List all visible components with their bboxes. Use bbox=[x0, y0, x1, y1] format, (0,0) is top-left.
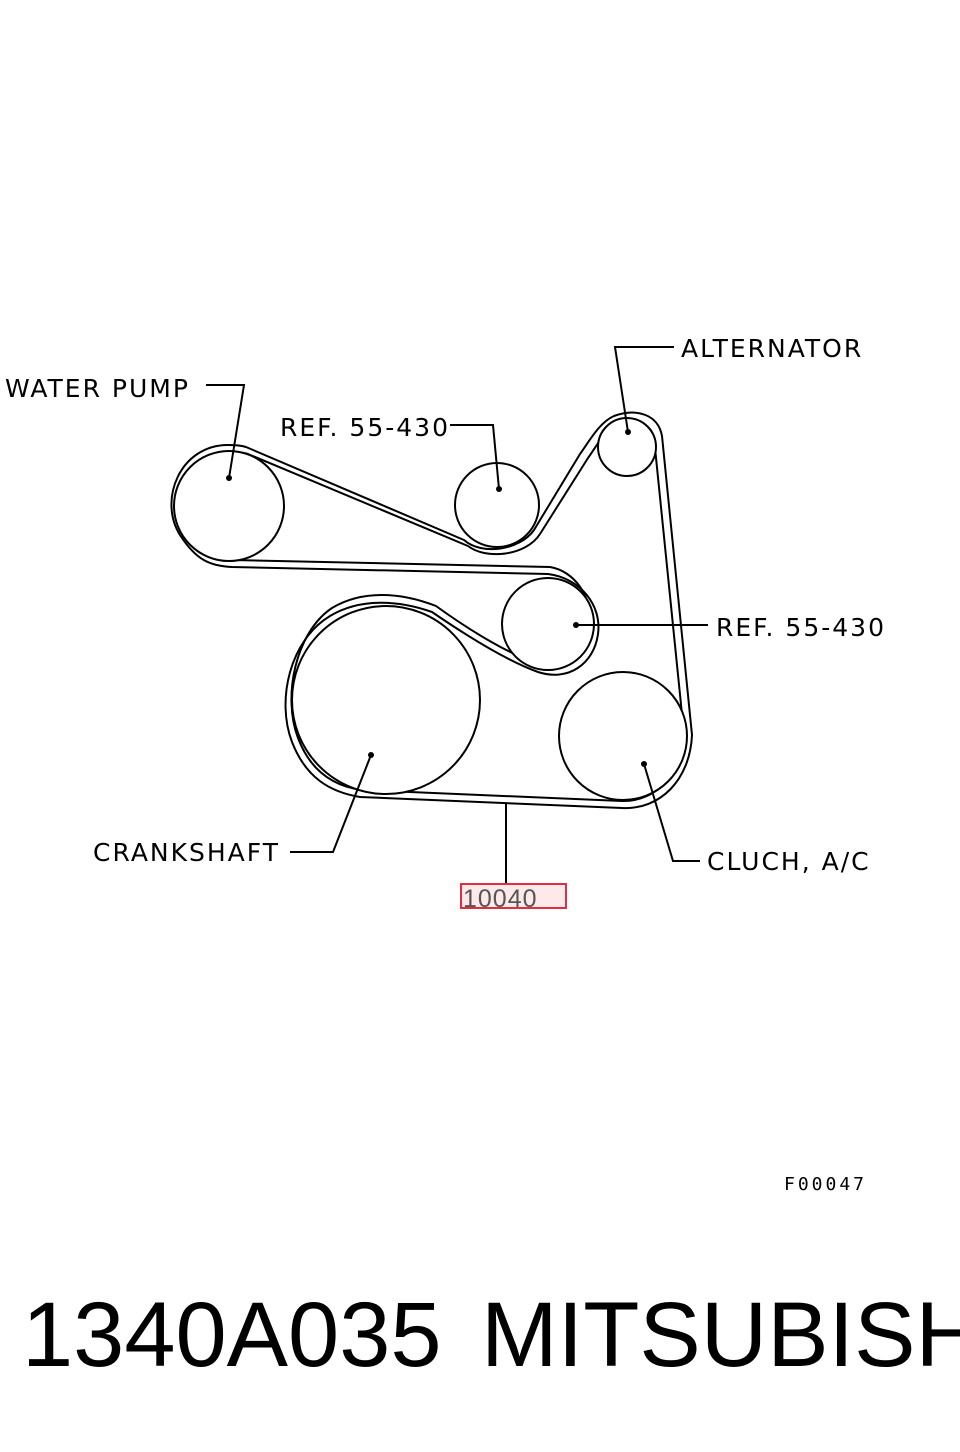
footer-part-number: 1340A035 bbox=[22, 1284, 442, 1386]
part-callout-highlight[interactable] bbox=[460, 883, 567, 909]
clutch-ac-label: CLUCH, A/C bbox=[707, 847, 871, 876]
water-pump-leader bbox=[206, 384, 246, 479]
alternator-pulley bbox=[597, 417, 657, 477]
ref-top-label: REF. 55-430 bbox=[280, 413, 450, 442]
alternator-leader bbox=[613, 346, 674, 433]
crankshaft-leader bbox=[290, 754, 372, 853]
drive-belt-inner bbox=[177, 419, 685, 803]
ref-right-label: REF. 55-430 bbox=[716, 613, 886, 642]
footer-brand: MITSUBISHI bbox=[481, 1284, 960, 1386]
clutch-ac-leader bbox=[643, 763, 700, 862]
alternator-label: ALTERNATOR bbox=[681, 334, 863, 363]
part-callout-label[interactable]: 10040 bbox=[463, 885, 538, 913]
ref-top-leader bbox=[450, 424, 500, 490]
figure-code: F00047 bbox=[784, 1174, 867, 1195]
ac-clutch-pulley bbox=[558, 671, 688, 801]
crankshaft-label: CRANKSHAFT bbox=[93, 838, 280, 867]
water-pump-label: WATER PUMP bbox=[5, 374, 190, 403]
crankshaft-pulley bbox=[291, 605, 481, 795]
drive-belt-outer bbox=[170, 411, 693, 810]
water-pump-pulley bbox=[173, 450, 285, 562]
